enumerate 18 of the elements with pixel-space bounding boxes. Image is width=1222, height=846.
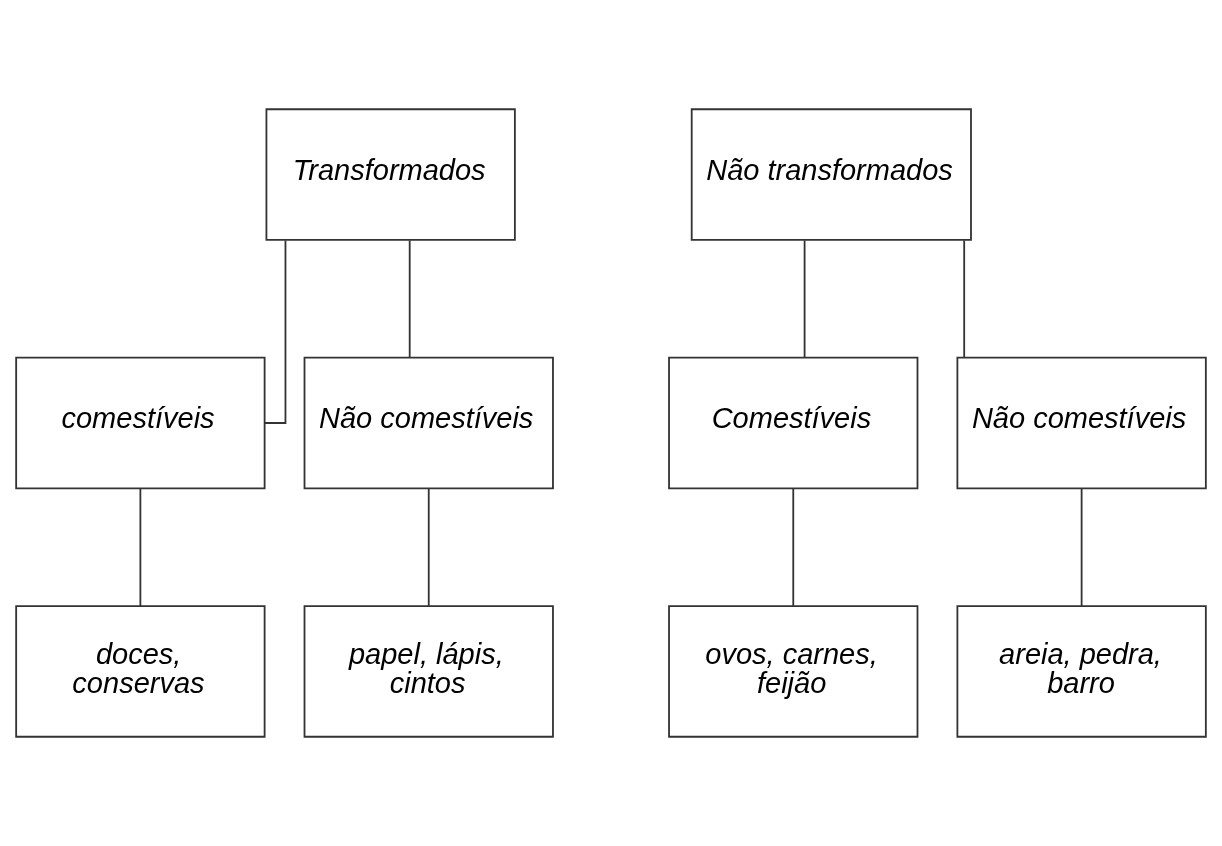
connector: [139, 488, 142, 607]
connector: [427, 488, 430, 607]
connector: [803, 239, 806, 359]
node-box: areia, pedra, barro: [956, 605, 1207, 738]
node-box: papel, lápis, cintos: [303, 605, 554, 738]
connector: [792, 488, 795, 607]
node-box: Transformados: [265, 108, 516, 241]
node-box: doces, conservas: [15, 605, 266, 738]
node-box: Não comestíveis: [956, 356, 1207, 490]
node-box: comestíveis: [15, 356, 266, 490]
node-box: Comestíveis: [668, 356, 919, 490]
connector: [1080, 488, 1083, 607]
node-box: Não transformados: [690, 108, 972, 241]
connector: [408, 239, 411, 359]
node-box: Não comestíveis: [303, 356, 554, 490]
connector: [263, 239, 287, 424]
connector: [963, 239, 966, 359]
node-box: ovos, carnes, feijão: [668, 605, 919, 738]
